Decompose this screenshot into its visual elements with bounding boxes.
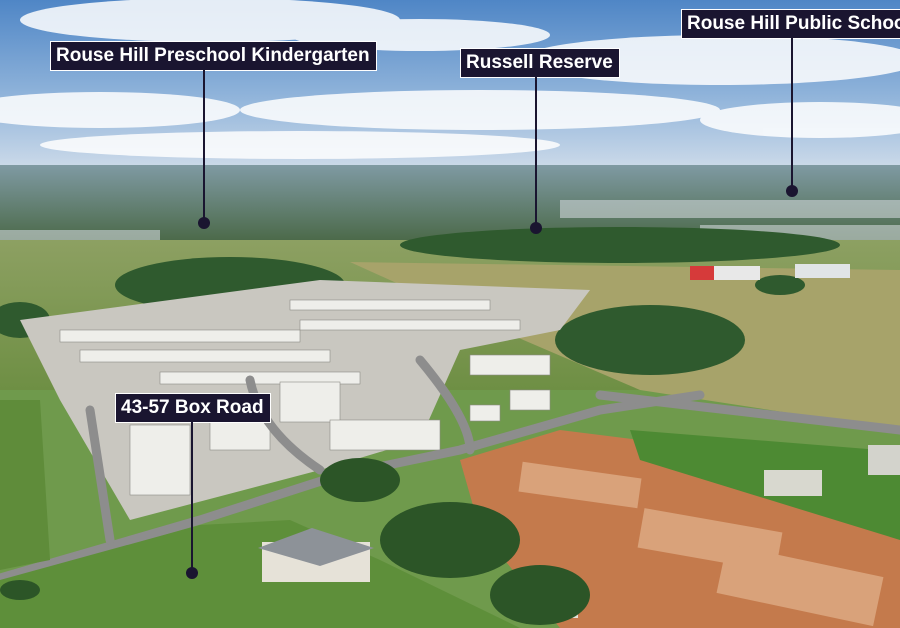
clouds — [0, 0, 900, 159]
foreground-field — [0, 520, 520, 628]
tree-clusters — [0, 227, 840, 375]
marker-label-box-road: 43-57 Box Road — [115, 393, 271, 423]
left-field — [0, 400, 50, 570]
marker-line-preschool — [203, 70, 205, 222]
marker-label-public-school: Rouse Hill Public School — [681, 9, 900, 39]
house-rows — [59, 299, 551, 496]
roads — [0, 355, 900, 583]
marker-dot-russell-reserve — [530, 222, 542, 234]
foreground-trees — [0, 458, 590, 625]
marker-line-russell-reserve — [535, 76, 537, 226]
marker-dot-preschool — [198, 217, 210, 229]
marker-dot-box-road — [186, 567, 198, 579]
construction-pads — [518, 461, 884, 627]
marker-dot-public-school — [786, 185, 798, 197]
marker-label-russell-reserve: Russell Reserve — [460, 48, 620, 78]
marker-line-box-road — [191, 421, 193, 571]
marker-line-public-school — [791, 37, 793, 187]
marker-label-preschool: Rouse Hill Preschool Kindergarten — [50, 41, 377, 71]
